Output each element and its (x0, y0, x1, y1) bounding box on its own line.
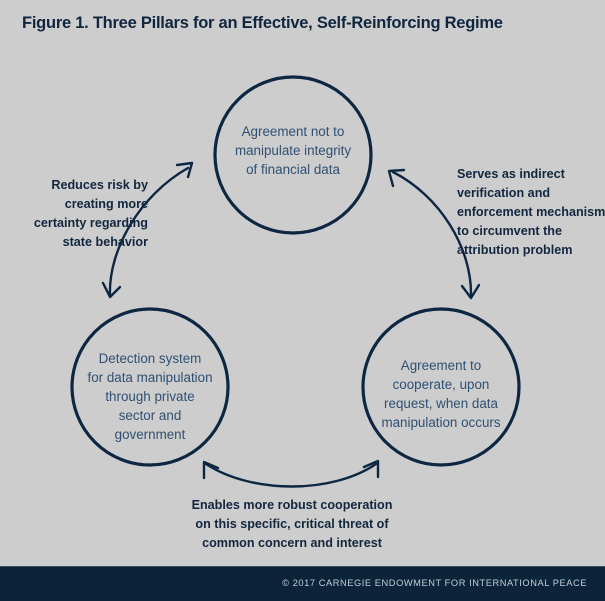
arrow-right[interactable] (387, 168, 481, 300)
arrow-bottom-head-left-icon (202, 460, 220, 480)
arrow-left-head-top-icon (175, 161, 194, 179)
edge-label-left: Reduces risk by creating more certainty … (34, 178, 148, 249)
arrow-right-head-top-icon (387, 168, 406, 188)
arrow-left-curve (108, 166, 190, 298)
node-line: cooperate, upon (393, 377, 490, 392)
edge-line: attribution problem (457, 243, 572, 257)
copyright-credit: © 2017 CARNEGIE ENDOWMENT FOR INTERNATIO… (282, 578, 587, 588)
node-line: manipulate integrity (235, 143, 351, 158)
node-line: manipulation occurs (381, 415, 500, 430)
edge-line: to circumvent the (457, 224, 562, 238)
node-line: for data manipulation (87, 370, 212, 385)
edge-line: on this specific, critical threat of (195, 517, 389, 531)
figure-title: Figure 1. Three Pillars for an Effective… (22, 14, 503, 32)
arrow-bottom-curve (204, 462, 378, 488)
edge-label-bottom: Enables more robust cooperation on this … (192, 498, 393, 550)
edge-line: creating more (65, 197, 148, 211)
node-line: through private (105, 389, 194, 404)
edge-label-right: Serves as indirect verification and enfo… (457, 167, 605, 257)
edge-line: verification and (457, 186, 550, 200)
arrow-right-curve (391, 170, 473, 298)
node-label-detection-system: Detection system for data manipulation t… (87, 351, 212, 442)
arrow-left[interactable] (101, 161, 194, 299)
footer-bar: © 2017 CARNEGIE ENDOWMENT FOR INTERNATIO… (0, 566, 605, 601)
edge-line: state behavior (63, 235, 148, 249)
node-line: request, when data (384, 396, 498, 411)
edge-line: enforcement mechanism (457, 205, 605, 219)
arrow-bottom[interactable] (202, 459, 380, 488)
node-line: of financial data (246, 162, 340, 177)
arrow-left-head-bottom-icon (101, 281, 122, 299)
edge-line: common concern and interest (202, 536, 383, 550)
edge-line: Reduces risk by (51, 178, 148, 192)
edge-line: Enables more robust cooperation (192, 498, 393, 512)
edge-line: Serves as indirect (457, 167, 566, 181)
node-circle-agreement-cooperate[interactable] (361, 307, 521, 467)
node-line: sector and (119, 408, 182, 423)
node-circle-detection-system[interactable] (70, 307, 230, 467)
arrow-bottom-head-right-icon (362, 459, 380, 479)
node-circle-agreement-integrity[interactable] (213, 75, 373, 235)
node-line: government (115, 427, 186, 442)
node-line: Agreement not to (242, 124, 345, 139)
node-label-agreement-integrity: Agreement not to manipulate integrity of… (235, 124, 351, 177)
node-line: Agreement to (401, 358, 481, 373)
node-label-agreement-cooperate: Agreement to cooperate, upon request, wh… (381, 358, 500, 430)
edge-line: certainty regarding (34, 216, 148, 230)
node-line: Detection system (99, 351, 202, 366)
arrow-right-head-bottom-icon (460, 283, 481, 300)
